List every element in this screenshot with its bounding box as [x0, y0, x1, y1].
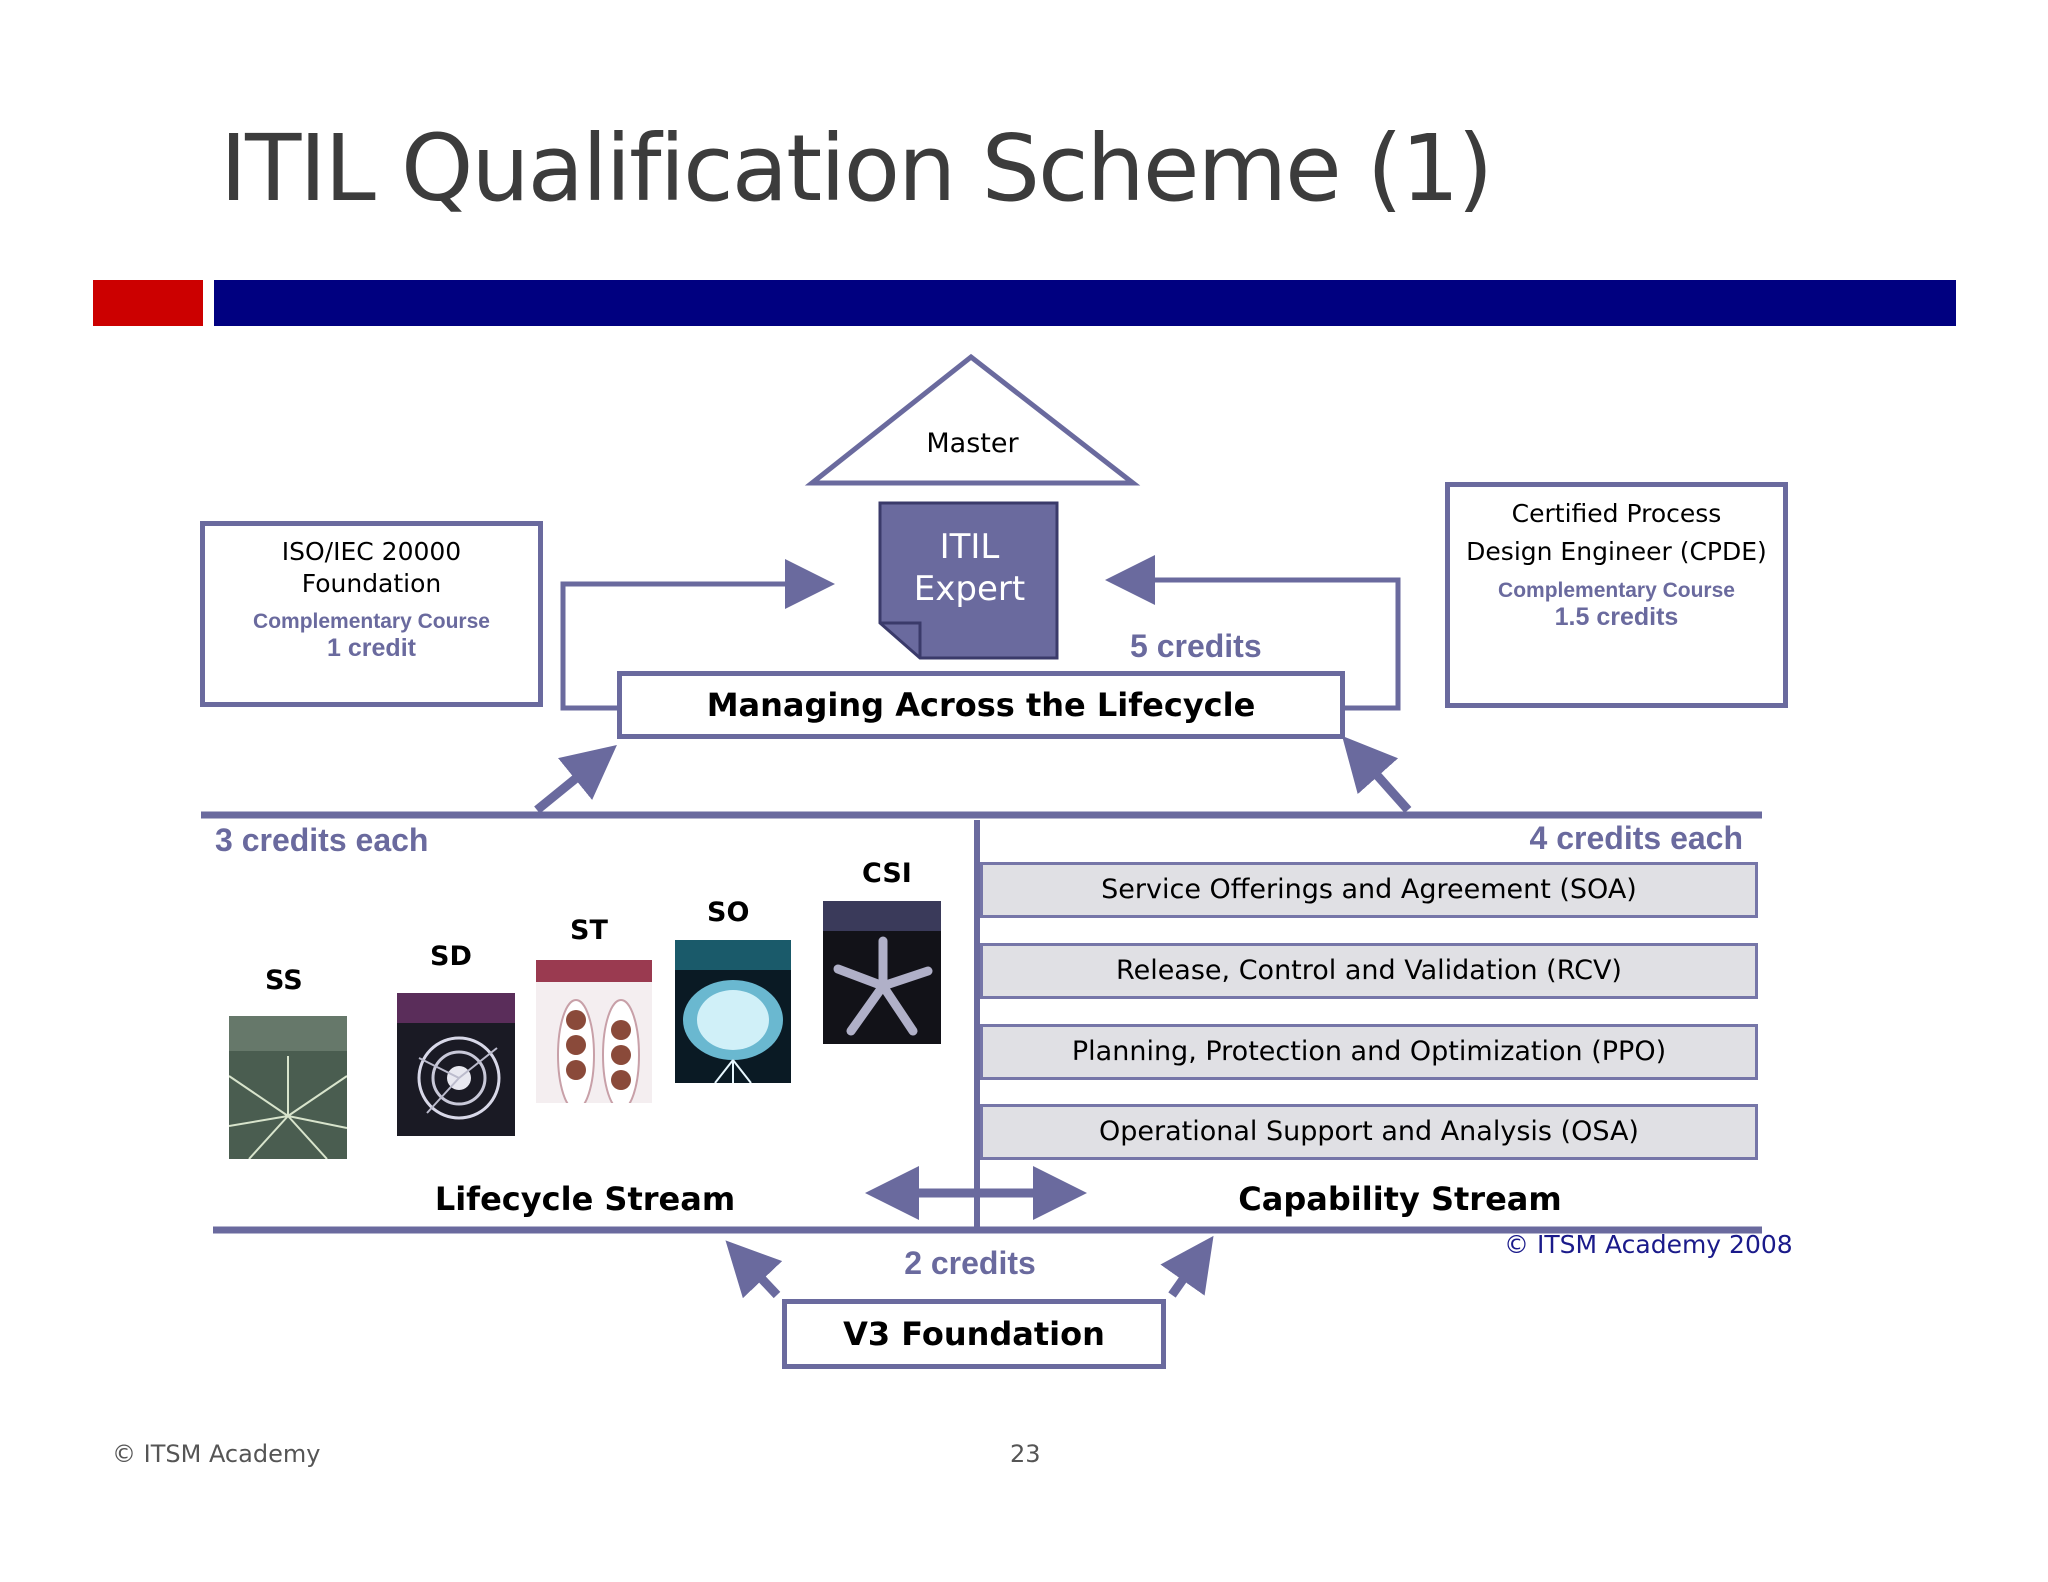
master-triangle	[804, 353, 1141, 486]
malc-box: Managing Across the Lifecycle	[617, 671, 1345, 739]
book-cover-csi	[823, 901, 941, 1044]
cpde-title-line2: Design Engineer (CPDE)	[1466, 537, 1767, 566]
book-label-st: ST	[570, 915, 608, 946]
cpde-credits: 1.5 credits	[1554, 603, 1679, 631]
diagram-copyright: © ITSM Academy 2008	[1504, 1230, 1793, 1259]
itil-expert-shape	[878, 501, 1059, 660]
capability-credits-label: 4 credits each	[1529, 820, 1743, 856]
master-label: Master	[926, 428, 1019, 459]
itil-expert-label: ITIL Expert	[882, 526, 1057, 610]
five-credits-label: 5 credits	[1130, 628, 1262, 664]
book-label-ss: SS	[265, 965, 303, 996]
cpde-box: Certified Process Design Engineer (CPDE)…	[1445, 482, 1788, 708]
cpde-course: Complementary Course	[1498, 579, 1735, 602]
capability-stream-label: Capability Stream	[1238, 1180, 1562, 1218]
header-bar-blue	[214, 280, 1956, 326]
itil-expert-line2: Expert	[913, 569, 1026, 609]
v3-foundation-label: V3 Foundation	[843, 1315, 1105, 1353]
iso-course: Complementary Course	[253, 610, 490, 633]
lifecycle-credits-label: 3 credits each	[215, 822, 429, 858]
iso-title-line2: Foundation	[301, 569, 442, 598]
iso-box: ISO/IEC 20000 Foundation Complementary C…	[200, 521, 543, 707]
v3-foundation-box: V3 Foundation	[782, 1299, 1166, 1369]
book-label-csi: CSI	[862, 858, 912, 889]
footer-copyright: © ITSM Academy	[112, 1440, 321, 1468]
foundation-to-lifecycle-arrow	[725, 1240, 783, 1299]
two-credits-label: 2 credits	[904, 1245, 1036, 1281]
book-cover-st	[536, 960, 652, 1103]
page-number: 23	[1010, 1440, 1041, 1468]
header-bar-red	[93, 280, 203, 326]
itil-expert-line1: ITIL	[939, 527, 1000, 567]
foundation-to-capability-arrow	[1160, 1235, 1214, 1298]
cpde-title-line1: Certified Process	[1511, 499, 1722, 528]
slide-title: ITIL Qualification Scheme (1)	[220, 115, 1493, 222]
itil-expert-fold	[880, 621, 922, 658]
capability-to-malc-arrow	[1342, 735, 1412, 813]
iso-title-line1: ISO/IEC 20000	[281, 537, 462, 566]
iso-credits: 1 credit	[327, 634, 416, 662]
book-label-sd: SD	[430, 941, 472, 972]
book-cover-so	[675, 940, 791, 1083]
capability-module-osa: Operational Support and Analysis (OSA)	[980, 1104, 1758, 1160]
book-cover-sd	[397, 993, 515, 1136]
book-label-so: SO	[707, 897, 750, 928]
malc-label: Managing Across the Lifecycle	[706, 686, 1256, 724]
lifecycle-stream-label: Lifecycle Stream	[434, 1180, 736, 1218]
capability-module-rcv: Release, Control and Validation (RCV)	[980, 943, 1758, 999]
cpde-to-expert-connector	[1105, 555, 1401, 711]
lifecycle-to-malc-arrow	[534, 744, 617, 814]
capability-module-ppo: Planning, Protection and Optimization (P…	[980, 1024, 1758, 1080]
book-cover-ss	[229, 1016, 347, 1159]
iso-to-expert-connector	[560, 559, 835, 711]
capability-module-soa: Service Offerings and Agreement (SOA)	[980, 862, 1758, 918]
